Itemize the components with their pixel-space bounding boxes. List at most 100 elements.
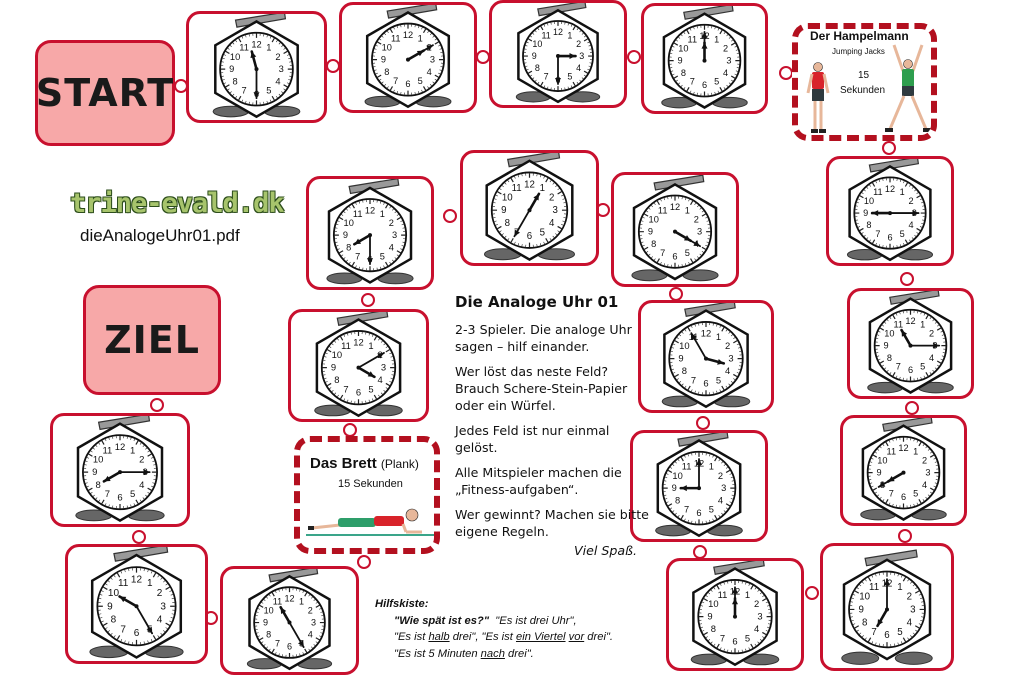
clock-field-1[interactable]: 121234567891011 — [186, 11, 327, 123]
clock-tick — [583, 35, 586, 38]
clock-tick — [429, 84, 432, 87]
clock-tick — [726, 84, 729, 87]
fitness-field-plank[interactable]: Das Brett (Plank) 15 Sekunden — [294, 436, 440, 554]
clock-tick — [495, 224, 498, 226]
clock-tick — [904, 182, 909, 187]
clock-tick — [719, 389, 721, 392]
clock-field-15[interactable]: 121234567891011 — [288, 309, 429, 422]
clock-field-8[interactable]: 121234567891011 — [820, 543, 954, 671]
clock-tick — [705, 595, 708, 598]
clock-tick — [879, 360, 885, 364]
clock-field-7[interactable]: 121234567891011 — [840, 415, 967, 526]
clock-tick — [368, 399, 370, 402]
clock-tick — [336, 245, 339, 247]
clock-numeral: 11 — [273, 597, 282, 607]
clock-tick — [527, 70, 533, 74]
clock-field-2[interactable]: 121234567891011 — [339, 2, 477, 113]
clock-tick — [918, 441, 922, 447]
clock-tick — [907, 637, 910, 640]
clock-drawing: 121234567891011 — [212, 14, 301, 119]
clock-tick — [275, 652, 277, 655]
clock-tick — [552, 182, 555, 185]
clock-hub — [673, 229, 677, 234]
clock-field-18[interactable]: 121234567891011 — [220, 566, 359, 675]
clock-field-6[interactable]: 121234567891011 — [847, 288, 974, 399]
clock-tick — [680, 84, 683, 87]
clock-tick — [381, 35, 384, 38]
clock-tick — [684, 197, 687, 201]
clock-tick — [911, 186, 914, 189]
clock-drawing: 121234567891011 — [690, 561, 780, 667]
rules-title: Die Analoge Uhr 01 — [455, 293, 619, 311]
clock-tick — [932, 369, 935, 372]
clock-tick — [545, 177, 549, 183]
clock-numeral: 2 — [275, 52, 280, 62]
clock-field-9[interactable]: 121234567891011 — [666, 558, 804, 671]
clock-tick — [666, 473, 669, 475]
clock-numeral: 9 — [381, 55, 386, 65]
clock-tick — [648, 207, 651, 210]
clock-tick — [400, 248, 403, 250]
help-text: "Es ist 5 Minuten — [394, 647, 481, 660]
clock-tick — [678, 82, 681, 85]
clock-numeral: 8 — [384, 67, 389, 77]
clock-numeral: 8 — [266, 630, 271, 640]
clock-tick — [878, 331, 881, 333]
clock-tick — [504, 182, 507, 185]
clock-tick — [922, 499, 925, 502]
clock-tick — [929, 372, 932, 375]
clock-tick — [374, 69, 377, 71]
clock-field-3[interactable]: 121234567891011 — [489, 0, 627, 108]
clock-numeral: 12 — [365, 206, 375, 216]
ziel-field[interactable]: ZIEL — [83, 285, 221, 395]
clock-field-16[interactable]: 121234567891011 — [50, 413, 190, 527]
clock-tick — [651, 256, 653, 259]
clock-tick — [386, 86, 389, 89]
clock-foot — [894, 651, 933, 665]
clock-tick — [583, 38, 589, 42]
clock-hub — [901, 470, 906, 475]
clock-tick — [434, 74, 439, 78]
clock-numeral: 5 — [540, 227, 545, 238]
clock-tick — [385, 349, 390, 353]
clock-numeral: 12 — [131, 575, 143, 586]
clock-hub — [704, 356, 708, 361]
clock-tick — [765, 630, 768, 632]
path-connector — [779, 66, 793, 80]
fitness-duration: 15 Sekunden — [338, 478, 403, 490]
clock-tick — [750, 643, 754, 649]
clock-numeral: 8 — [346, 242, 351, 252]
clock-field-17[interactable]: 121234567891011 — [65, 544, 208, 664]
clock-numeral: 6 — [703, 378, 708, 389]
clock-numeral: 12 — [284, 594, 294, 604]
clock-field-4[interactable]: 121234567891011 — [641, 3, 768, 114]
clock-field-11[interactable]: 121234567891011 — [638, 300, 774, 413]
clock-hour-hand-tip — [569, 53, 576, 60]
clock-tick — [721, 461, 724, 464]
rules-next-field: Wer löst das neste Feld? Brauch Schere-S… — [455, 364, 628, 413]
clock-tick — [373, 336, 378, 341]
clock-field-13[interactable]: 121234567891011 — [460, 150, 599, 266]
clock-tick — [903, 181, 905, 184]
clock-drawing: 121234567891011 — [846, 159, 934, 262]
clock-field-5[interactable]: 121234567891011 — [826, 156, 954, 266]
clock-tick — [510, 177, 514, 183]
clock-field-12[interactable]: 121234567891011 — [611, 172, 739, 287]
clock-tick — [547, 86, 549, 89]
clock-tick — [889, 372, 892, 375]
fitness-title: Das Brett (Plank) — [310, 455, 419, 472]
clock-hub — [527, 208, 532, 213]
fitness-field-jumping-jacks[interactable]: Der Hampelmann Jumping Jacks 15 Sekunden — [792, 23, 937, 141]
clock-cap — [864, 549, 918, 567]
clock-tick — [900, 641, 903, 644]
clock-tick — [343, 398, 346, 401]
clock-tick — [517, 174, 520, 178]
clock-tick — [324, 377, 327, 380]
clock-field-10[interactable]: 121234567891011 — [630, 430, 768, 542]
clock-numeral: 9 — [672, 483, 677, 493]
clock-tick — [875, 642, 877, 645]
clock-field-14[interactable]: 121234567891011 — [306, 176, 434, 290]
start-field[interactable]: START — [35, 40, 175, 146]
clock-numeral: 1 — [299, 597, 304, 607]
clock-tick — [700, 626, 703, 629]
